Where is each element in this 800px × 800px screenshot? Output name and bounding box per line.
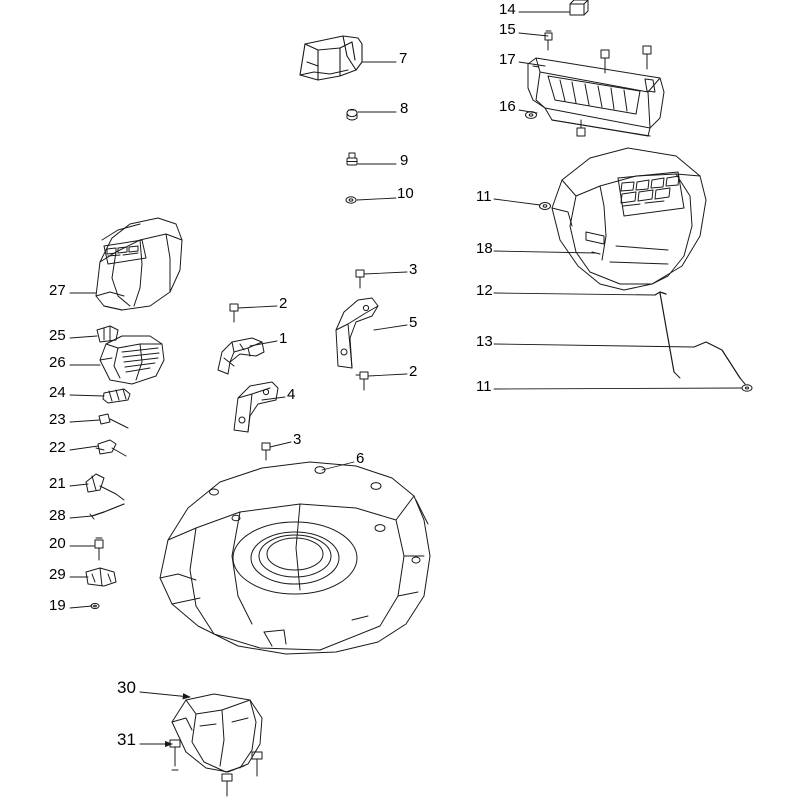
callout-26: 26 (49, 354, 66, 371)
callout-18: 18 (476, 240, 493, 257)
part-22-lever (95, 439, 127, 457)
callout-2-bottom: 2 (409, 363, 418, 380)
callout-4: 4 (287, 386, 296, 403)
callout-6: 6 (356, 450, 365, 467)
part-7-chute (299, 35, 363, 81)
part-17-screws (600, 45, 652, 74)
part-28-rod (89, 503, 125, 520)
callout-11-bottom: 11 (476, 378, 492, 395)
part-31-screws (169, 739, 263, 777)
callout-7: 7 (399, 50, 408, 67)
callout-27: 27 (49, 282, 66, 299)
callout-15: 15 (499, 21, 516, 38)
part-1-baffle (217, 337, 265, 375)
part-30-guard (171, 693, 263, 773)
callout-24: 24 (49, 384, 66, 401)
callout-21: 21 (49, 475, 66, 492)
callout-2-top: 2 (279, 295, 288, 312)
callout-9: 9 (400, 152, 409, 169)
part-26-grille (99, 335, 165, 385)
part-11-washer-top (539, 202, 551, 210)
part-3-screw-top (355, 269, 365, 289)
callout-12: 12 (476, 282, 493, 299)
callout-22: 22 (49, 439, 66, 456)
callout-16: 16 (499, 98, 516, 115)
callout-25: 25 (49, 327, 66, 344)
part-14-block (569, 0, 589, 16)
part-2-screw-bottom (355, 371, 369, 391)
callout-10: 10 (397, 185, 414, 202)
part-17-bar (527, 57, 665, 137)
part-3-screw-bottom (261, 442, 271, 461)
callout-17: 17 (499, 51, 516, 68)
part-18-cover (551, 147, 707, 291)
part-4-bracket (233, 381, 279, 433)
part-21-arm (85, 473, 125, 501)
callout-29: 29 (49, 566, 66, 583)
part-15-screw (544, 30, 553, 51)
callout-11-top: 11 (476, 188, 492, 205)
part-13-rod (693, 341, 746, 385)
callout-20: 20 (49, 535, 66, 552)
part-11-washer-bottom (741, 384, 753, 392)
part-17-lower-screw (576, 119, 586, 137)
callout-3-top: 3 (409, 261, 418, 278)
callout-8: 8 (400, 100, 409, 117)
callout-19: 19 (49, 597, 66, 614)
part-31-screw-center (221, 773, 233, 797)
callout-3-bottom: 3 (293, 431, 302, 448)
part-10-washer (345, 196, 357, 204)
part-8-fastener (346, 108, 358, 121)
callout-31: 31 (117, 730, 136, 749)
part-25-clip (96, 325, 119, 343)
part-5-bracket (335, 297, 379, 369)
callout-1: 1 (279, 330, 288, 347)
callout-14: 14 (499, 1, 516, 18)
part-29-bracket (85, 567, 117, 587)
part-2-screw-top (229, 303, 239, 323)
callout-5: 5 (409, 314, 418, 331)
part-9-fastener (346, 152, 358, 166)
part-23-screw (98, 413, 129, 429)
part-24-bracket (102, 388, 131, 404)
callout-13: 13 (476, 333, 493, 350)
leader-lines (69, 11, 743, 748)
part-27-shroud (95, 217, 183, 311)
part-6-deck (159, 461, 431, 655)
part-20-screw (94, 537, 104, 561)
callout-23: 23 (49, 411, 66, 428)
callout-28: 28 (49, 507, 66, 524)
part-12-rod (654, 291, 681, 379)
callout-30: 30 (117, 678, 136, 697)
